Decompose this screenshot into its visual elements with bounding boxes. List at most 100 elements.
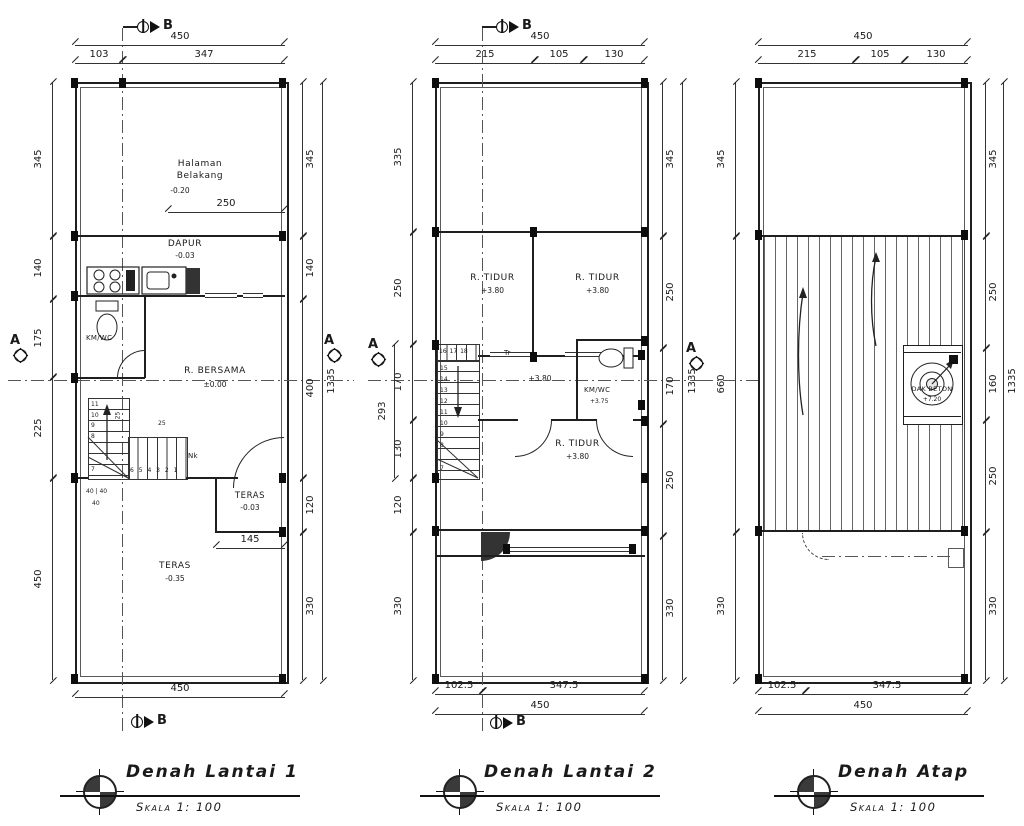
section-marker-circle <box>690 357 703 370</box>
plan3-dim-line <box>985 348 986 420</box>
plan3-dim-line-overall <box>1003 82 1004 680</box>
dim-label: 330 <box>988 596 999 616</box>
dim-label: 450 <box>530 700 550 711</box>
dim-label: 345 <box>33 149 44 169</box>
stair-numbers: 16 17 18 <box>439 348 468 355</box>
section-marker-letter: A <box>324 333 335 348</box>
column <box>641 416 648 426</box>
plan1-dim-line <box>168 212 285 213</box>
column <box>641 473 648 483</box>
column <box>71 674 78 684</box>
plan1-dim-line <box>302 478 303 532</box>
column <box>641 227 648 237</box>
plan1-dim-line <box>75 697 285 698</box>
dim-label: 330 <box>393 596 404 616</box>
section-marker-circle <box>328 349 341 362</box>
plan2-dim-line <box>435 694 483 695</box>
dim-label: 450 <box>170 31 190 42</box>
dim-label: 1335 <box>326 368 337 394</box>
plan1-dim-line <box>52 478 53 680</box>
plan3-dim-line <box>985 532 986 680</box>
section-marker-letter: B <box>163 18 173 33</box>
kitchen-counter-icon <box>86 266 200 295</box>
section-marker-circle <box>496 21 508 33</box>
plan2-dim-line <box>412 478 413 532</box>
section-marker-letter: A <box>10 333 21 348</box>
room-level: +3.80 <box>586 286 609 295</box>
toilet-icon <box>95 300 119 341</box>
stair-direction-arrow <box>454 366 462 418</box>
column <box>279 674 286 684</box>
plan1-wall <box>186 477 238 479</box>
dim-label: 102.5 <box>767 680 797 691</box>
stair-winder-lines <box>436 439 479 479</box>
column <box>755 78 762 88</box>
column <box>71 473 78 483</box>
plan2-dim-line <box>584 63 645 64</box>
dak-beton-line <box>903 416 961 417</box>
dim-label: 25 <box>158 420 166 427</box>
plan2-section-line-b <box>482 28 484 735</box>
dim-label: 170 <box>393 372 404 392</box>
column <box>119 78 126 88</box>
section-marker-circle <box>372 353 385 366</box>
dim-label: 102.5 <box>444 680 474 691</box>
plan1-wall <box>144 296 146 378</box>
plan1-section-line-a <box>8 380 354 382</box>
window <box>565 352 609 357</box>
plan2-wall <box>551 419 597 421</box>
dim-label: 450 <box>170 683 190 694</box>
column <box>71 78 78 88</box>
plan2-scale: Skala 1: 100 <box>496 800 583 814</box>
dim-label: 145 <box>240 534 260 545</box>
column <box>530 352 537 362</box>
fixture <box>638 350 645 360</box>
roof-slope-arrow <box>870 252 880 347</box>
plan2-dim-line <box>412 532 413 680</box>
room-level: +3.80 <box>481 286 504 295</box>
plan3-title: Denah Atap <box>838 762 970 782</box>
plan2-wall <box>633 419 645 421</box>
section-marker-letter: A <box>686 341 697 356</box>
plan3-dim-line <box>758 63 856 64</box>
dim-label: 450 <box>853 700 873 711</box>
column <box>961 78 968 88</box>
plan3-outer-wall <box>758 82 972 684</box>
column <box>755 230 762 240</box>
dim-label: 120 <box>305 495 316 515</box>
dim-label: 345 <box>665 149 676 169</box>
plan1-wall <box>75 235 285 237</box>
plan2-dim-line <box>412 82 413 232</box>
plan1-wall <box>75 295 285 297</box>
title-symbol <box>797 775 831 809</box>
dim-label: 330 <box>305 596 316 616</box>
plan1-dim-line <box>216 548 285 549</box>
plan3-section-line-a <box>700 380 758 382</box>
plan1-dim-line <box>302 236 303 299</box>
dim-label: 400 <box>305 378 316 398</box>
column <box>432 473 439 483</box>
plan2-dim-line <box>662 424 663 536</box>
window <box>205 293 237 298</box>
room-label-kmwc2: KM/WC <box>584 386 611 394</box>
plan3-dim-line <box>735 236 736 532</box>
dim-label: 120 <box>393 495 404 515</box>
stair-number: 7 <box>91 466 95 473</box>
plan3-dim-line <box>758 694 806 695</box>
room-label-living: R. BERSAMA <box>184 366 246 376</box>
stair-number: 7 <box>440 465 444 472</box>
column <box>432 227 439 237</box>
dim-label: 140 <box>33 258 44 278</box>
plan3-roof-edge <box>758 235 968 237</box>
column <box>432 340 439 350</box>
column <box>279 473 286 483</box>
column <box>641 336 648 346</box>
plan2-dim-line <box>662 348 663 424</box>
dim-label: 450 <box>530 31 550 42</box>
column <box>629 544 636 554</box>
plan1-outer-wall <box>75 82 289 684</box>
balcony-glazing <box>505 547 633 552</box>
canopy-post <box>948 548 964 568</box>
dim-label: 130 <box>393 439 404 459</box>
